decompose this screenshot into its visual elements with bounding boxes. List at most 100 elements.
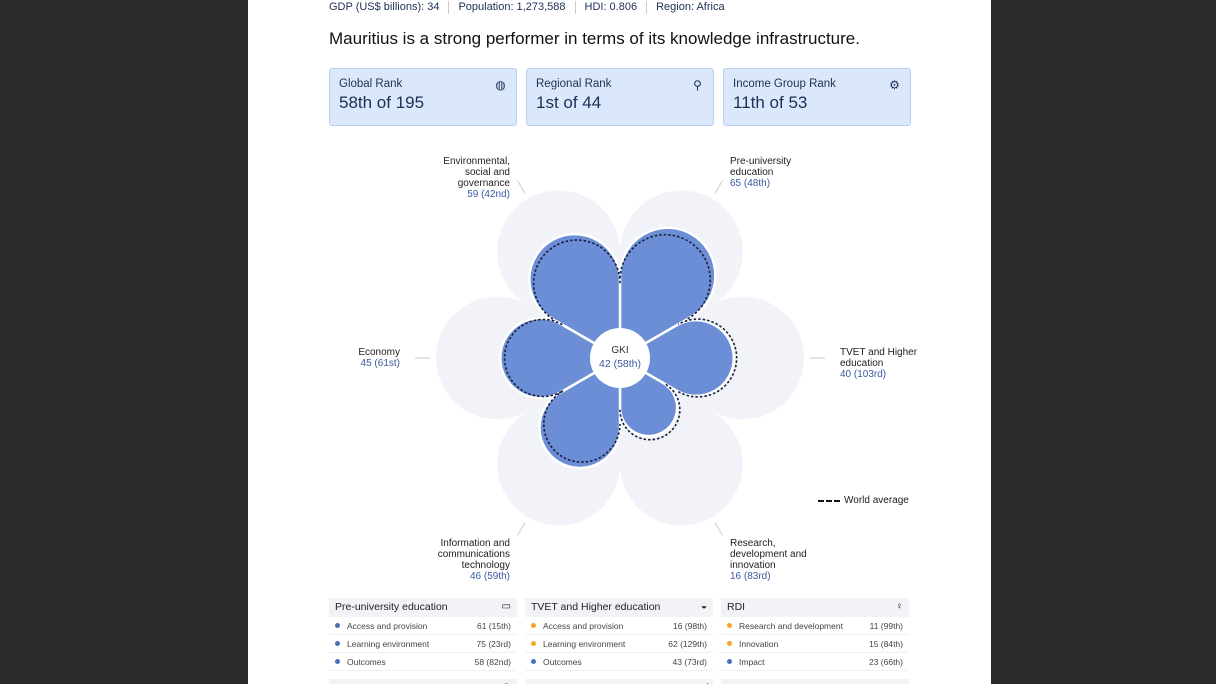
legend-label: World average [844,495,909,506]
panel-title: TVET and Higher education [531,601,661,613]
stat-population: Population: 1,273,588 [448,1,574,14]
panel-esg: ESG ♀ [721,679,909,684]
indicator-value: 62 (129th) [668,638,707,649]
panel-tvet-and-higher-education: TVET and Higher education◒Access and pro… [525,598,713,671]
pillar-name: Information and communications technolog… [437,538,510,571]
pillar-value: 46 (59th) [469,571,510,582]
gki-label: GKI [611,345,629,356]
global-rank-card: Global Rank 58th of 195 ◍ [329,68,517,126]
indicator-value: 16 (98th) [672,620,707,631]
pillar-panels: Pre-university education ▭ Access and prov… [329,598,909,684]
indicator-row: Impact 23 (66th) [721,653,909,671]
status-dot [335,623,340,628]
indicator-name: Learning environment [347,638,430,649]
panel-header: ICT ◠ [329,679,517,684]
panel-header: RDI ♀ [721,598,909,617]
indicator-value: 11 (99th) [869,620,903,631]
pillar-name: Environmental, social and governance [443,156,510,189]
label-leader-line [517,180,526,194]
status-dot [531,659,536,664]
wifi-icon: ◠ [502,682,511,684]
leaf-icon: ♀ [896,682,904,684]
card-value: 58th of 195 [339,93,425,112]
pillar-name: Research, development and innovation [730,538,807,571]
label-leader-line [714,522,723,536]
indicator-name: Impact [739,656,765,667]
chart-icon: ⁄ [705,682,707,684]
indicator-value: 15 (84th) [868,638,903,649]
pillar-value: 45 (61st) [360,358,400,369]
globe-icon: ◍ [495,78,506,92]
indicator-value: 75 (23rd) [476,638,512,649]
indicator-row: Access and provision 16 (98th) [525,617,713,635]
panel-ict: ICT ◠ [329,679,517,684]
status-dot [335,659,340,664]
petal-4 [499,316,623,400]
pillar-name: TVET and Higher education [840,347,918,369]
panel-title: Economy [531,682,575,684]
world-average-arc [532,239,621,322]
regional-rank-card: Regional Rank 1st of 44 ⚲ [526,68,714,126]
gki-flower-chart [415,180,825,536]
lightbulb-icon: ♀ [895,601,904,612]
gki-center-label: GKI 42 (58th) [590,345,650,370]
panel-header: TVET and Higher education◒ [525,598,713,617]
indicator-name: Access and provision [347,620,428,631]
panel-title: Pre-university education [335,601,448,613]
card-value: 1st of 44 [536,93,602,112]
stat-hdi: HDI: 0.806 [574,1,647,14]
world-average-arc [619,233,711,320]
world-average-arc [542,390,621,463]
gear-icon: ⚙ [889,78,900,92]
status-dot [335,641,340,646]
stat-region: Region: Africa [646,1,733,14]
world-average-arc [677,318,738,398]
country-stats: GDP (US$ billions): 34 Population: 1,273… [329,1,734,14]
panel-title: RDI [727,601,746,613]
panel-title: ICT [335,682,352,684]
world-average-arc [503,318,563,398]
pillar-value: 65 (48th) [730,178,771,189]
indicator-value: 58 (82nd) [474,656,511,667]
label-ict: Information and communications technolog… [420,538,510,582]
income-group-rank-card: Income Group Rank 11th of 53 ⚙ [723,68,911,126]
indicator-row: Outcomes 58 (82nd) [329,653,517,671]
indicator-name: Learning environment [543,638,626,649]
indicator-value: 61 (15th) [476,620,511,631]
card-value: 11th of 53 [733,93,808,112]
status-dot [531,623,536,628]
label-esg: Environmental, social and governance 59 … [430,156,510,200]
card-label: Regional Rank [536,78,612,90]
gki-center-circle [590,328,650,388]
indicator-name: Access and provision [543,620,624,631]
status-dot [727,659,732,664]
label-leader-line [714,180,723,194]
panel-header: ESG ♀ [721,679,909,684]
monitor-icon: ▭ [501,601,511,612]
stat-gdp: GDP (US$ billions): 34 [329,1,440,13]
map-pin-icon: ⚲ [693,78,702,92]
panel-pre-university-education: Pre-university education ▭ Access and prov… [329,598,517,671]
label-leader-line [517,522,526,536]
status-dot [727,641,732,646]
panel-header: Pre-university education ▭ [329,598,517,617]
indicator-row: Learning environment 62 (129th) [525,635,713,653]
status-dot [727,623,732,628]
pillar-value: 59 (42nd) [467,189,510,200]
chart-legend: World average [818,495,909,506]
petal-3 [538,355,622,470]
petal-5 [528,232,622,361]
gki-value: 42 (58th) [598,358,642,370]
petal-0 [618,226,717,361]
rank-cards: Global Rank 58th of 195 ◍ Regional Rank … [329,68,911,126]
indicator-row: Learning environment 75 (23rd) [329,635,517,653]
indicator-value: 23 (66th) [868,656,903,667]
label-economy: Economy 45 (61st) [340,347,400,369]
card-label: Global Rank [339,78,403,90]
indicator-name: Outcomes [347,656,386,667]
panel-title: ESG [727,682,749,684]
indicator-name: Innovation [739,638,779,649]
